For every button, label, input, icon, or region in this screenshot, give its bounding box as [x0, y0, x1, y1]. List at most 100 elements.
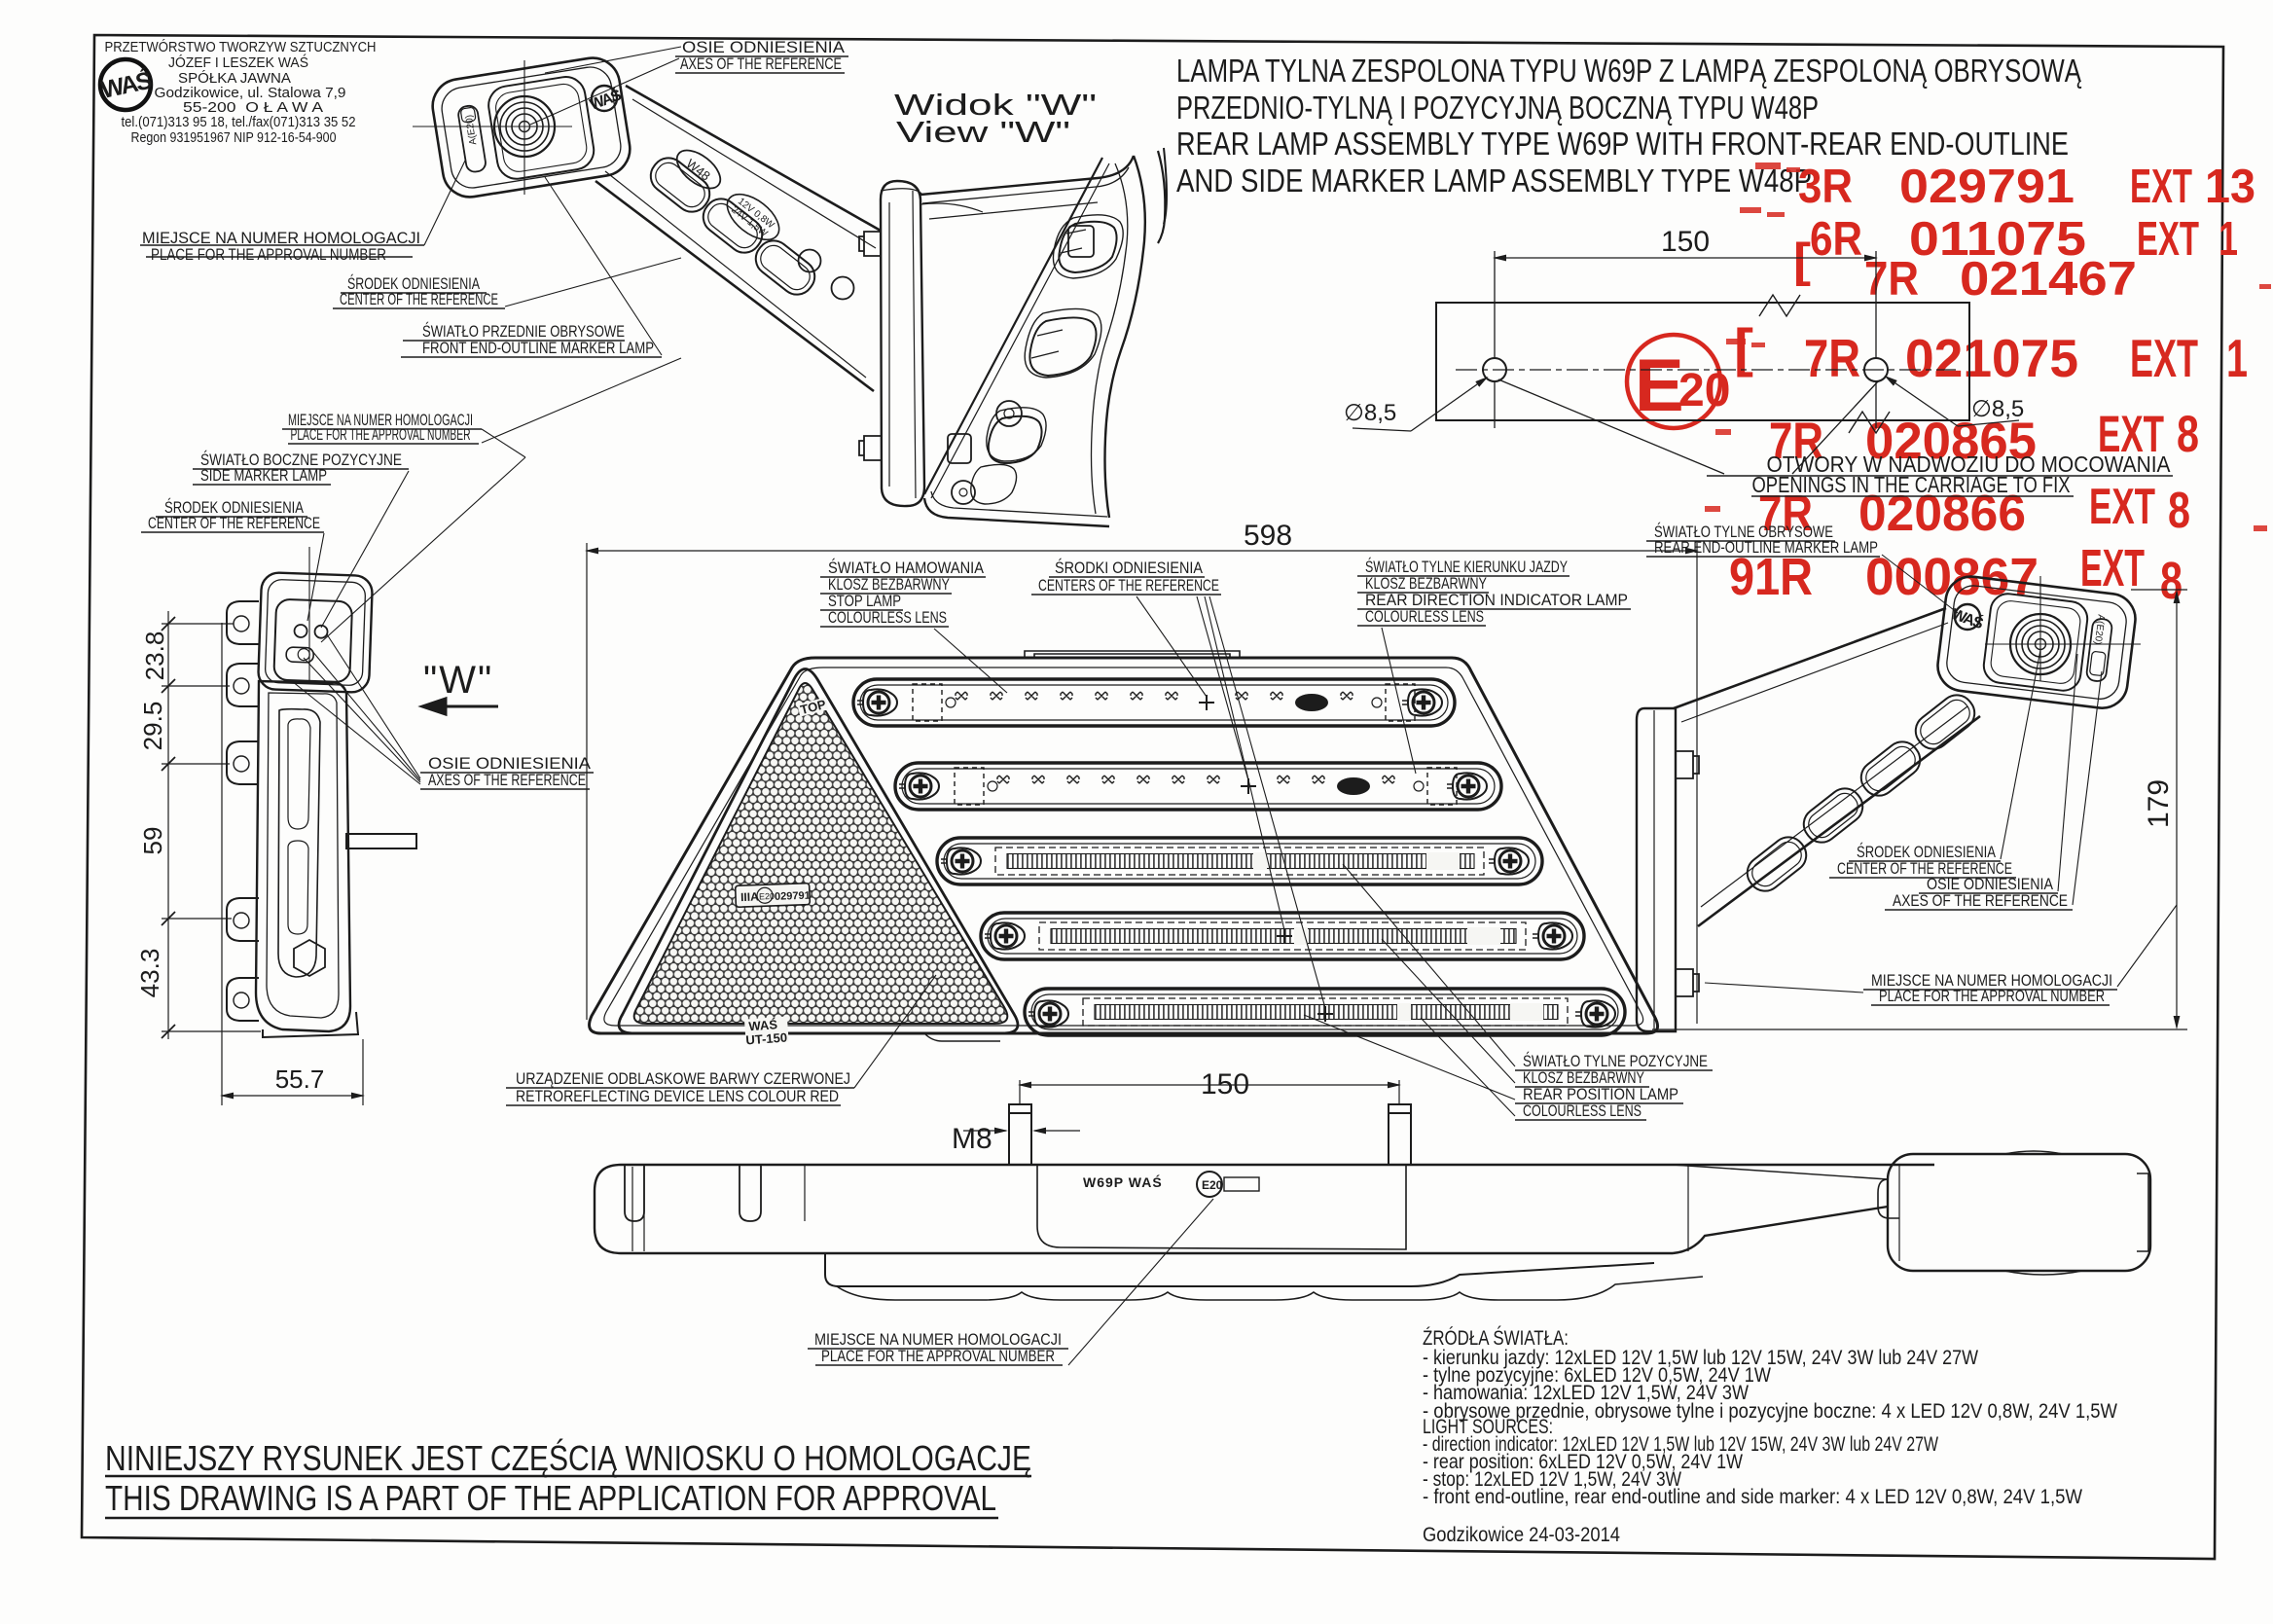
svg-text:SIDE MARKER LAMP: SIDE MARKER LAMP [200, 467, 327, 485]
svg-text:- kierunku jazdy: 12xLED 12V 1: - kierunku jazdy: 12xLED 12V 1,5W lub 12… [1423, 1347, 1978, 1369]
svg-text:AXES OF THE REFERENCE: AXES OF THE REFERENCE [1893, 891, 2068, 910]
svg-text:PLACE FOR THE APPROVAL NUMBER: PLACE FOR THE APPROVAL NUMBER [821, 1348, 1055, 1365]
svg-text:29.5: 29.5 [138, 702, 167, 751]
svg-text:8: 8 [2168, 483, 2190, 539]
svg-text:ŚRODKI ODNIESIENIA: ŚRODKI ODNIESIENIA [1055, 559, 1204, 577]
svg-text:NINIEJSZY RYSUNEK JEST CZĘŚCIĄ: NINIEJSZY RYSUNEK JEST CZĘŚCIĄ WNIOSKU O… [105, 1437, 1031, 1478]
svg-text:ŚWIATŁO HAMOWANIA: ŚWIATŁO HAMOWANIA [828, 559, 985, 577]
svg-text:ŚRODEK ODNIESIENIA: ŚRODEK ODNIESIENIA [1857, 843, 1996, 861]
svg-text:MIEJSCE NA NUMER HOMOLOGACJI: MIEJSCE NA NUMER HOMOLOGACJI [288, 412, 473, 429]
svg-text:CENTER OF THE REFERENCE: CENTER OF THE REFERENCE [1837, 859, 2012, 878]
svg-text:CENTER OF THE REFERENCE: CENTER OF THE REFERENCE [340, 291, 498, 308]
svg-text:- front end-outline, rear end-: - front end-outline, rear end-outline an… [1423, 1486, 2082, 1508]
svg-text:WAŚ: WAŚ [748, 1017, 778, 1033]
svg-text:OSIE ODNIESIENIA: OSIE ODNIESIENIA [428, 755, 591, 773]
svg-text:011075: 011075 [1909, 213, 2086, 266]
svg-text:A(E20): A(E20) [2092, 614, 2107, 645]
svg-text:MIEJSCE NA NUMER HOMOLOGACJI: MIEJSCE NA NUMER HOMOLOGACJI [814, 1331, 1062, 1349]
svg-text:- direction indicator: 12xLED: - direction indicator: 12xLED 12V 1,5W l… [1423, 1433, 1938, 1456]
svg-text:- tylne pozycyjne: 6xLED 12V 0: - tylne pozycyjne: 6xLED 12V 0,5W, 24V 1… [1423, 1364, 1771, 1387]
svg-text:- hamowania: 12xLED 12V 1,5W,: - hamowania: 12xLED 12V 1,5W, 24V 3W [1423, 1382, 1749, 1404]
svg-text:ŚWIATŁO BOCZNE POZYCYJNE: ŚWIATŁO BOCZNE POZYCYJNE [200, 451, 402, 469]
svg-text:EXT: EXT [2098, 406, 2164, 463]
svg-text:ŚWIATŁO TYLNE KIERUNKU JAZDY: ŚWIATŁO TYLNE KIERUNKU JAZDY [1365, 558, 1568, 576]
svg-text:UT-150: UT-150 [745, 1030, 788, 1048]
svg-text:∅8,5: ∅8,5 [1344, 400, 1396, 426]
svg-text:43.3: 43.3 [135, 949, 164, 998]
svg-text:COLOURLESS LENS: COLOURLESS LENS [1523, 1101, 1642, 1120]
svg-text:8: 8 [2160, 552, 2183, 610]
svg-text:MIEJSCE NA NUMER HOMOLOGACJI: MIEJSCE NA NUMER HOMOLOGACJI [142, 230, 420, 247]
svg-text:TOP: TOP [799, 697, 828, 717]
svg-text:COLOURLESS LENS: COLOURLESS LENS [1365, 607, 1484, 626]
svg-text:REAR DIRECTION INDICATOR LAMP: REAR DIRECTION INDICATOR LAMP [1365, 591, 1628, 609]
svg-text:COLOURLESS LENS: COLOURLESS LENS [828, 608, 947, 627]
svg-text:E20: E20 [759, 891, 775, 902]
svg-text:tel.(071)313 95 18, tel./fax(0: tel.(071)313 95 18, tel./fax(071)313 35 … [122, 115, 356, 130]
svg-text:029791: 029791 [775, 890, 811, 903]
svg-text:CENTER OF THE REFERENCE: CENTER OF THE REFERENCE [148, 515, 320, 532]
svg-text:EXT: EXT [2080, 539, 2145, 597]
svg-text:LAMPA TYLNA ZESPOLONA TYPU W69: LAMPA TYLNA ZESPOLONA TYPU W69P Z LAMPĄ … [1176, 53, 2082, 89]
svg-text:A(E20): A(E20) [464, 114, 480, 145]
svg-text:WAŚ: WAŚ [587, 85, 624, 113]
svg-text:55-200 O Ł A W A: 55-200 O Ł A W A [183, 100, 323, 116]
svg-text:EXT: EXT [2089, 479, 2155, 535]
svg-text:Godzikowice 24-03-2014: Godzikowice 24-03-2014 [1423, 1524, 1620, 1546]
svg-text:23.8: 23.8 [140, 632, 169, 681]
svg-text:7R: 7R [1864, 253, 1919, 306]
svg-text:MIEJSCE NA NUMER HOMOLOGACJI: MIEJSCE NA NUMER HOMOLOGACJI [1871, 971, 2112, 990]
svg-text:55.7: 55.7 [275, 1065, 325, 1094]
svg-text:PLACE FOR THE APPROVAL NUMBER: PLACE FOR THE APPROVAL NUMBER [291, 426, 471, 444]
svg-text:ŚRODEK ODNIESIENIA: ŚRODEK ODNIESIENIA [164, 498, 304, 517]
svg-text:KLOSZ BEZBARWNY: KLOSZ BEZBARWNY [1523, 1068, 1644, 1087]
svg-text:E: E [1635, 344, 1684, 427]
svg-text:∅8,5: ∅8,5 [1971, 396, 2024, 422]
svg-text:EXT: EXT [2130, 161, 2192, 213]
svg-text:OSIE ODNIESIENIA: OSIE ODNIESIENIA [682, 39, 845, 56]
svg-text:000867: 000867 [1865, 548, 2038, 606]
svg-text:KLOSZ BEZBARWNY: KLOSZ BEZBARWNY [1365, 574, 1487, 593]
svg-text:REAR END-OUTLINE MARKER LAMP: REAR END-OUTLINE MARKER LAMP [1654, 538, 1878, 557]
svg-text:20: 20 [1678, 365, 1730, 416]
svg-text:AND SIDE MARKER LAMP ASSEMBLY: AND SIDE MARKER LAMP ASSEMBLY TYPE W48P [1176, 162, 1812, 198]
svg-text:ŚRODEK ODNIESIENIA: ŚRODEK ODNIESIENIA [347, 274, 480, 293]
svg-text:JÓZEF I LESZEK WAŚ: JÓZEF I LESZEK WAŚ [168, 54, 308, 71]
svg-text:ŚWIATŁO TYLNE POZYCYJNE: ŚWIATŁO TYLNE POZYCYJNE [1523, 1052, 1708, 1070]
svg-text:ŚWIATŁO PRZEDNIE OBRYSOWE: ŚWIATŁO PRZEDNIE OBRYSOWE [422, 322, 625, 341]
svg-text:RETROREFLECTING DEVICE LENS CO: RETROREFLECTING DEVICE LENS COLOUR RED [516, 1087, 839, 1105]
svg-text:7R: 7R [1804, 328, 1860, 388]
svg-text:OSIE ODNIESIENIA: OSIE ODNIESIENIA [1927, 875, 2054, 893]
svg-text:LIGHT SOURCES:: LIGHT SOURCES: [1423, 1416, 1553, 1438]
svg-text:"W": "W" [423, 659, 493, 702]
svg-text:THIS DRAWING IS A PART OF THE: THIS DRAWING IS A PART OF THE APPLICATIO… [105, 1478, 996, 1518]
svg-text:7R: 7R [1758, 486, 1813, 542]
svg-text:029791: 029791 [1899, 161, 2075, 213]
svg-text:View "W": View "W" [896, 115, 1070, 149]
svg-text:91R: 91R [1729, 548, 1813, 606]
svg-text:PLACE FOR THE APPROVAL NUMBER: PLACE FOR THE APPROVAL NUMBER [1879, 987, 2105, 1005]
svg-text:021075: 021075 [1905, 328, 2078, 388]
svg-text:EXT: EXT [2130, 328, 2198, 388]
svg-text:179: 179 [2143, 779, 2175, 828]
svg-text:7R: 7R [1769, 413, 1823, 470]
svg-text:URZĄDZENIE ODBLASKOWE BARWY CZ: URZĄDZENIE ODBLASKOWE BARWY CZERWONEJ [516, 1069, 850, 1088]
svg-text:SPÓŁKA JAWNA: SPÓŁKA JAWNA [178, 70, 291, 87]
svg-text:59: 59 [138, 827, 167, 855]
svg-text:Widok "W": Widok "W" [894, 88, 1097, 122]
svg-text:REAR POSITION LAMP: REAR POSITION LAMP [1523, 1085, 1678, 1103]
svg-text:M8: M8 [952, 1123, 992, 1155]
svg-text:PRZETWÓRSTWO TWORZYW SZTUCZNYC: PRZETWÓRSTWO TWORZYW SZTUCZNYCH [105, 39, 377, 55]
svg-text:3R: 3R [1798, 161, 1853, 213]
svg-text:PLACE FOR THE APPROVAL NUMBER: PLACE FOR THE APPROVAL NUMBER [151, 246, 386, 264]
svg-text:ŹRÓDŁA ŚWIATŁA:: ŹRÓDŁA ŚWIATŁA: [1423, 1326, 1569, 1350]
svg-text:EXT: EXT [2137, 213, 2199, 266]
svg-text:021467: 021467 [1960, 253, 2137, 306]
svg-text:ŚWIATŁO TYLNE OBRYSOWE: ŚWIATŁO TYLNE OBRYSOWE [1654, 523, 1833, 541]
svg-text:[: [ [1734, 317, 1753, 378]
svg-text:8: 8 [2177, 406, 2199, 463]
svg-text:598: 598 [1244, 520, 1292, 552]
svg-text:1: 1 [2226, 328, 2248, 388]
svg-text:OTWORY W NADWOZIU DO MOCOWANIA: OTWORY W NADWOZIU DO MOCOWANIA [1767, 451, 2172, 477]
svg-text:150: 150 [1661, 226, 1710, 258]
